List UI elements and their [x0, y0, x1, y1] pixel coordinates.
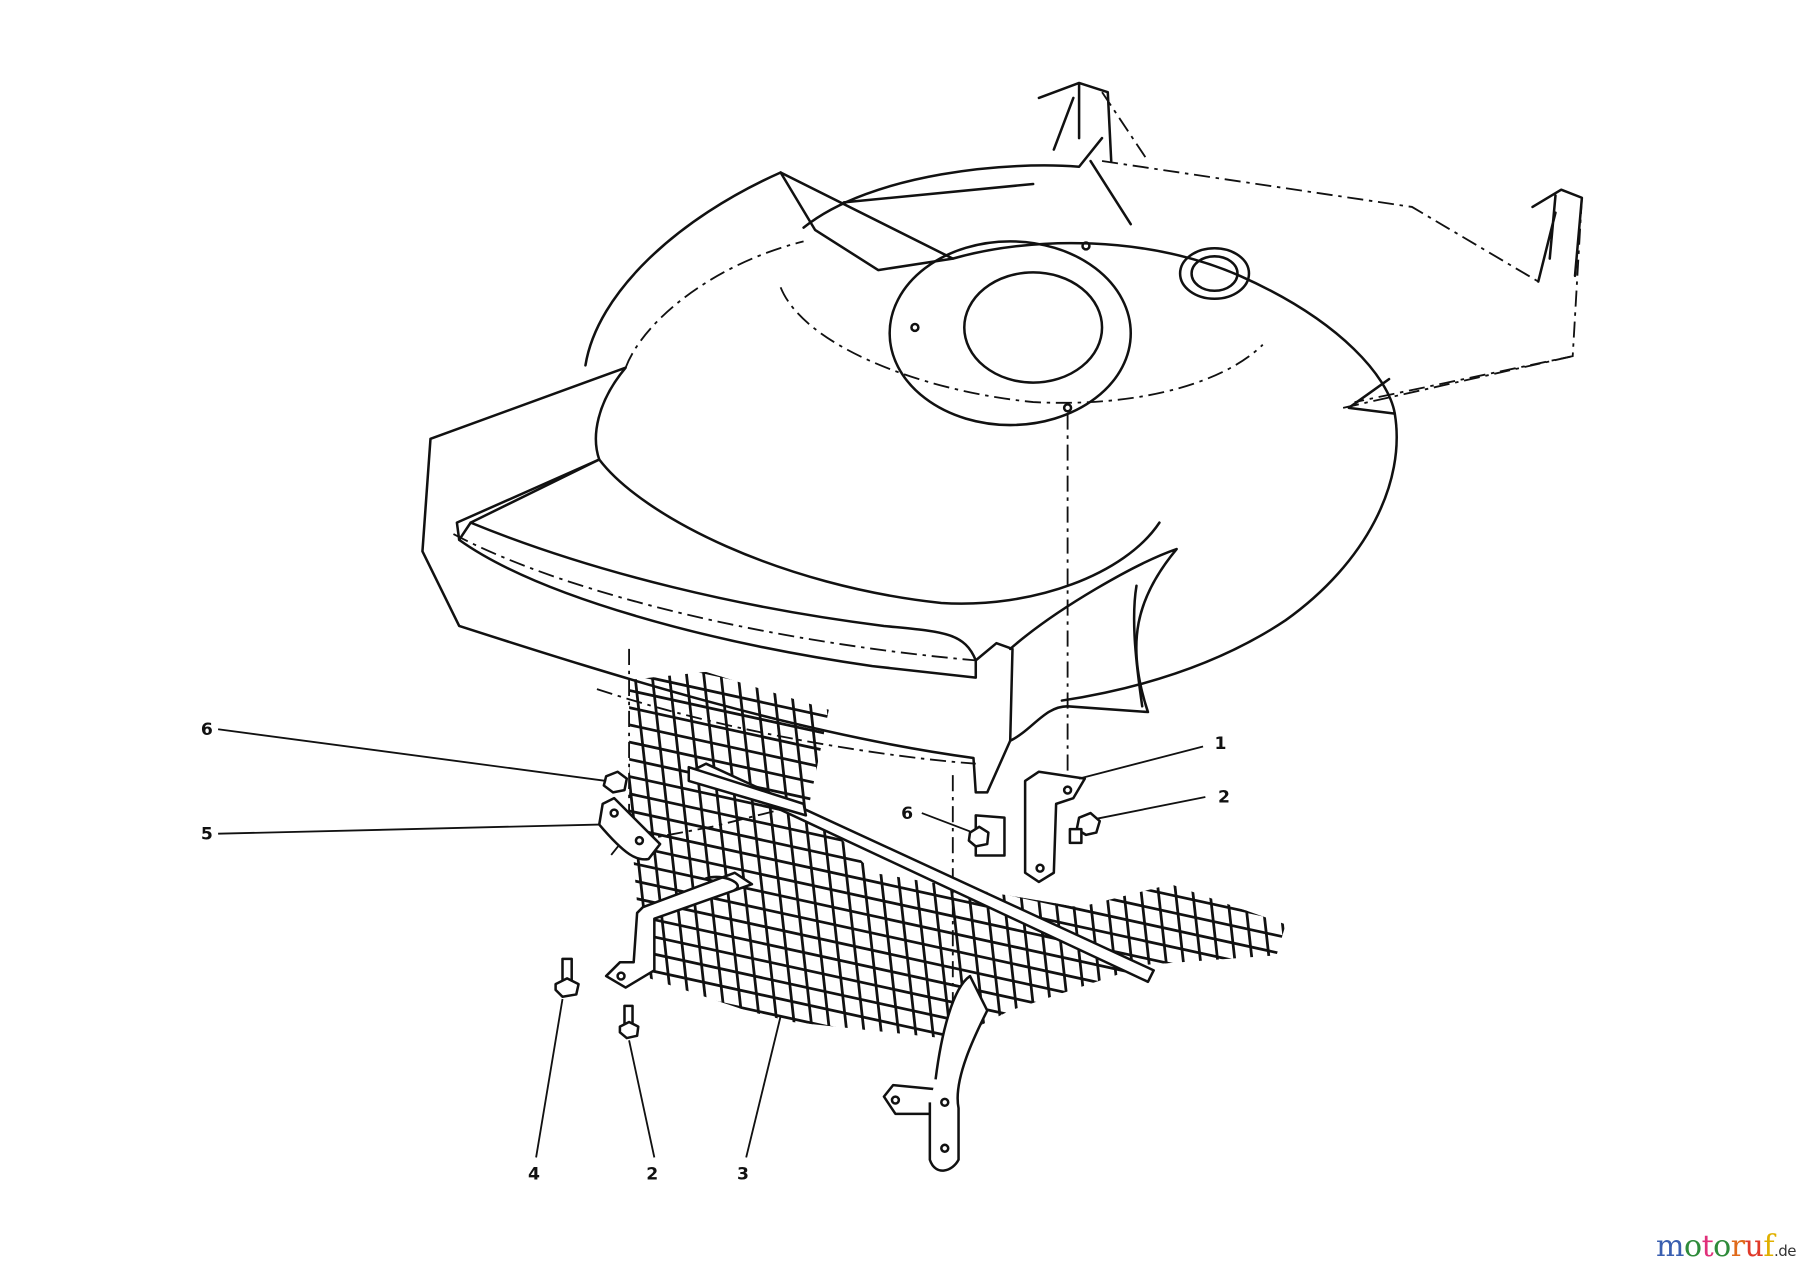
watermark-letter: o	[1713, 1229, 1731, 1264]
mesh-wire	[597, 494, 1332, 655]
watermark-letter: u	[1744, 1229, 1764, 1264]
callout-5: 5	[201, 824, 213, 844]
watermark-text: motoruf	[1656, 1229, 1774, 1264]
watermark-letter: r	[1730, 1229, 1745, 1264]
mesh-wire	[1320, 643, 1366, 1056]
mesh-wire	[597, 1062, 1332, 1223]
engine-mount-plate	[888, 240, 1251, 427]
mesh-wire	[1198, 671, 1247, 1040]
mesh-wire	[1146, 671, 1196, 1040]
mesh-wire	[629, 819, 1286, 984]
mesh-slot-bar	[687, 765, 808, 817]
callout-2-right: 2	[1218, 788, 1230, 808]
mesh-wire	[1284, 671, 1286, 1040]
callout-4: 4	[528, 1164, 540, 1184]
callout-6-mid: 6	[901, 804, 913, 824]
callout-2-bottom: 2	[646, 1164, 658, 1184]
callout-6-left: 6	[201, 720, 213, 740]
mesh-wire	[629, 957, 1286, 1040]
mesh-wire	[597, 1114, 1332, 1275]
mesh-wire	[647, 671, 696, 1040]
watermark-letter: f	[1763, 1229, 1774, 1264]
mesh-wire	[1215, 671, 1265, 1040]
nut-left	[602, 770, 629, 794]
mesh-wire	[597, 1079, 1332, 1240]
watermark-suffix: .de	[1773, 1242, 1797, 1260]
mesh-wire	[1163, 671, 1213, 1040]
lower-right-bracket	[882, 974, 989, 1172]
mesh-wire	[1129, 671, 1179, 1040]
mesh-wire	[1181, 671, 1230, 1040]
mesh-wire	[629, 836, 1286, 1001]
bolt-4	[554, 957, 580, 999]
mesh-wire	[597, 1045, 1332, 1206]
mesh-wire	[664, 671, 714, 1040]
mesh-wire	[1232, 671, 1282, 1040]
mesh-wire	[733, 671, 782, 1040]
watermark-letter: o	[1684, 1229, 1702, 1264]
mesh-wire	[1094, 671, 1144, 1040]
mesh-wire	[1267, 671, 1286, 1040]
mesh-wire	[1249, 671, 1286, 1040]
bolt-2-bottom	[618, 1004, 640, 1040]
mesh-wire	[681, 671, 731, 1040]
mesh-wire	[597, 1097, 1332, 1258]
left-bracket	[597, 796, 754, 989]
watermark-letter: t	[1701, 1229, 1714, 1264]
mesh-support-bar	[693, 762, 1155, 984]
watermark-logo: motoruf.de	[1656, 1229, 1796, 1264]
right-bracket	[967, 770, 1102, 884]
mesh-wire	[597, 1131, 1332, 1276]
mesh-wire	[1077, 671, 1127, 1040]
watermark-letter: m	[1656, 1229, 1684, 1264]
mower-deck-housing	[421, 81, 1584, 794]
callout-1: 1	[1215, 734, 1227, 754]
callout-3: 3	[737, 1164, 749, 1184]
mesh-wire	[750, 671, 800, 1040]
mesh-wire	[1112, 671, 1161, 1040]
mesh-wire	[1303, 643, 1349, 1056]
